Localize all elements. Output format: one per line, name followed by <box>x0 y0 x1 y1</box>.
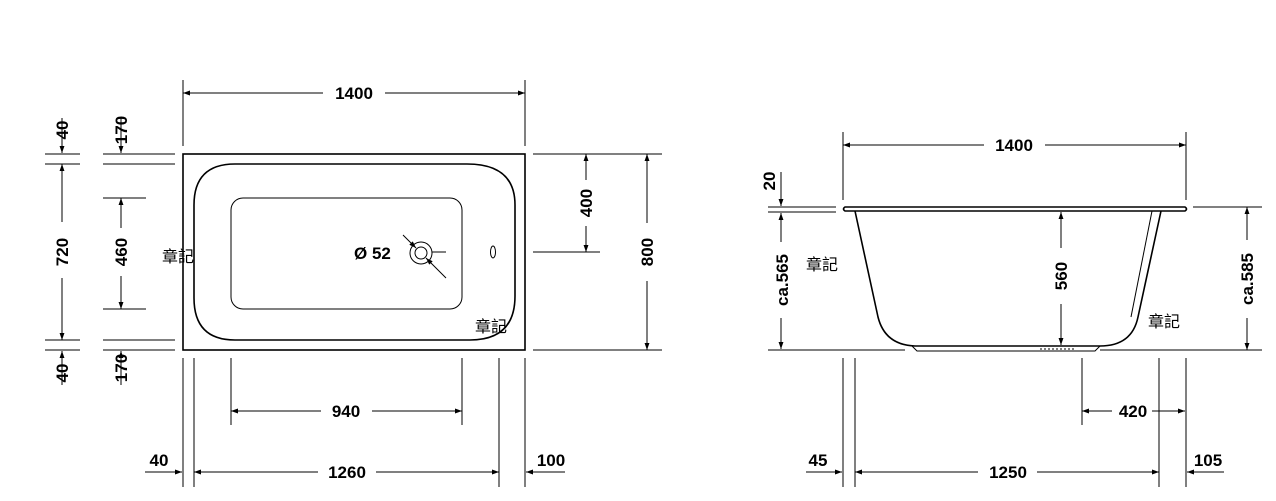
side-dim-basin-depth: 560 <box>1052 262 1071 290</box>
dim-overall-length: 1400 <box>335 84 373 103</box>
side-marker-left: 章記 <box>806 255 838 274</box>
dim-drain-offset: 400 <box>577 189 596 217</box>
dim-inner-width: 720 <box>53 238 72 266</box>
tub-body <box>854 210 1162 347</box>
side-view: 章記 章記 1400 20 ca.565 560 ca.585 <box>760 132 1262 487</box>
tub-body-inner <box>1130 210 1153 318</box>
side-dim-rim-thickness: 20 <box>760 172 779 191</box>
side-dim-overall-length: 1400 <box>995 136 1033 155</box>
dim-overall-width: 800 <box>638 238 657 266</box>
side-dim-drain-position: 420 <box>1119 402 1147 421</box>
tub-outline <box>182 153 526 351</box>
dim-offset-bottom-b: 170 <box>112 354 131 382</box>
dim-basin-width: 460 <box>112 238 131 266</box>
tub-basin <box>230 197 463 310</box>
marker-left: 章記 <box>162 247 194 266</box>
dim-offset-bottom-a: 40 <box>53 364 72 383</box>
overflow-icon <box>490 245 496 259</box>
marker-right: 章記 <box>475 317 507 336</box>
drain-outer <box>409 241 433 265</box>
dim-offset-top-b: 170 <box>112 116 131 144</box>
side-dim-height-left: ca.565 <box>773 254 792 306</box>
top-view: Ø 52 章記 章記 1400 40 170 720 <box>45 80 662 487</box>
dim-right-rim: 100 <box>537 451 565 470</box>
drain-diameter-label: Ø 52 <box>354 244 391 263</box>
side-dim-height-right: ca.585 <box>1238 253 1257 305</box>
tub-feet <box>911 345 1101 352</box>
dim-basin-length: 940 <box>332 402 360 421</box>
side-dim-right-rim: 105 <box>1194 451 1222 470</box>
dim-offset-top-a: 40 <box>53 121 72 140</box>
tub-inner-rim <box>193 163 516 341</box>
drain-inner <box>414 246 428 260</box>
dim-left-rim: 40 <box>150 451 169 470</box>
side-dim-left-rim: 45 <box>809 451 828 470</box>
dim-inner-length: 1260 <box>328 463 366 482</box>
tub-rim <box>842 206 1188 212</box>
side-dim-bottom-length: 1250 <box>989 463 1027 482</box>
side-marker-right: 章記 <box>1148 312 1180 331</box>
